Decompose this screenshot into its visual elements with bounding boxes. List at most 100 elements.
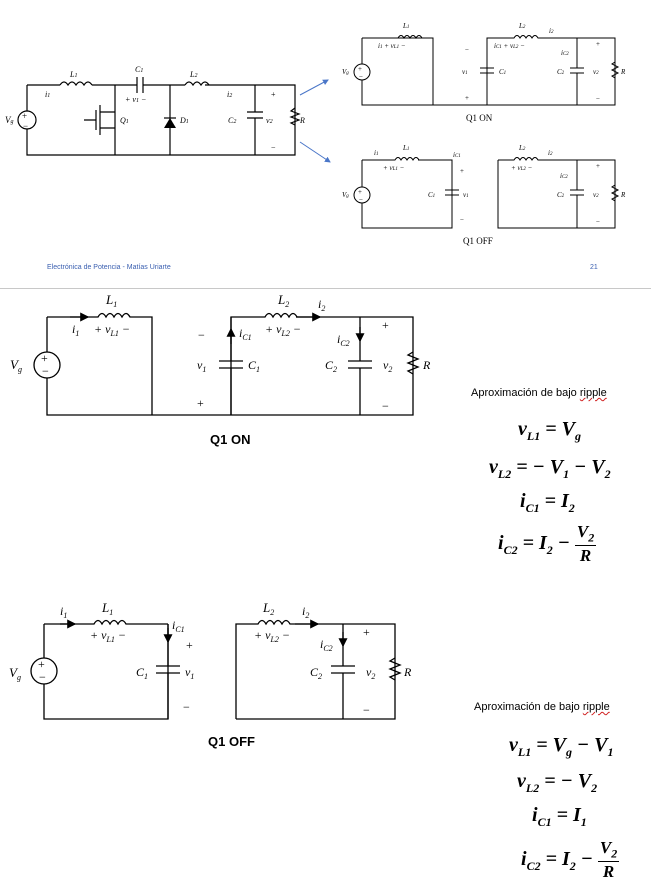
off-approx-heading-ripple: ripple [582,701,610,713]
svg-text:i1: i1 [374,149,378,157]
svg-text:v1: v1 [197,358,206,374]
svg-text:L1: L1 [101,600,113,617]
on-approx-heading-prefix: Aproximación de bajo [471,387,580,399]
svg-text:L2: L2 [262,600,274,617]
svg-text:+: + [460,167,464,175]
svg-text:+: + [358,188,362,196]
svg-text:R: R [299,116,305,125]
svg-text:D1: D1 [179,116,189,125]
svg-text:−: − [382,399,389,413]
svg-text:+: + [382,318,389,332]
eq-off-ic1: iC1 = I1 [532,804,587,829]
svg-text:C2: C2 [557,68,565,76]
svg-text:R: R [620,191,626,199]
svg-text:−: − [596,95,600,103]
svg-text:iC2: iC2 [560,172,568,180]
svg-text:−: − [460,216,464,224]
slide-thumbnail: +− Vg L1 i1 C1 + v1 − L2 i2 Q1 D1 C2 + v… [0,0,651,288]
svg-text:iC1: iC1 [239,326,252,342]
svg-text:+: + [363,625,370,639]
svg-text:i2: i2 [548,149,553,157]
svg-text:L1: L1 [105,292,117,309]
slide-off-caption: Q1 OFF [463,236,493,246]
svg-text:v1: v1 [463,191,469,199]
eq-on-vl2: vL2 = − V1 − V2 [489,456,611,481]
svg-text:v2: v2 [593,68,599,76]
svg-text:Vg: Vg [342,191,349,199]
svg-text:R: R [620,68,626,76]
svg-text:i2: i2 [227,90,232,99]
off-approx-heading-prefix: Aproximación de bajo [474,701,583,713]
svg-text:+ vL2 −: + vL2 − [254,628,290,644]
svg-text:+: + [197,396,204,410]
svg-text:v2: v2 [266,116,273,125]
svg-text:iC2: iC2 [561,49,569,57]
svg-text:R: R [422,358,431,372]
slide-page-number: 21 [590,264,598,271]
eq-off-vl2: vL2 = − V2 [517,770,598,795]
svg-text:−: − [359,73,363,81]
svg-text:C2: C2 [557,191,565,199]
svg-text:iC1 + vL2 −: iC1 + vL2 − [494,42,525,50]
svg-text:L1: L1 [69,70,77,79]
eq-off-vl1: vL1 = Vg − V1 [509,734,614,759]
svg-text:−: − [465,46,469,54]
svg-text:i2: i2 [318,297,325,313]
svg-text:R: R [403,665,412,679]
svg-text:i1: i1 [72,322,79,338]
slide-circuit-diagram: +− Vg L1 i1 C1 + v1 − L2 i2 Q1 D1 C2 + v… [5,22,626,246]
svg-text:L1: L1 [402,22,409,30]
svg-text:+: + [358,65,362,73]
svg-text:−: − [359,196,363,204]
svg-text:v2: v2 [383,358,392,374]
svg-text:−: − [363,703,370,717]
svg-text:+ vL1 −: + vL1 − [90,628,126,644]
svg-text:Vg: Vg [342,68,349,76]
svg-text:v2: v2 [366,665,375,681]
svg-text:C1: C1 [248,358,260,374]
eq-on-ic1: iC1 = I2 [520,490,575,515]
q1-on-circuit-diagram: + − Vg L1 i1 + vL1 − L2 i2 iC1 + vL2 − i… [10,292,431,447]
svg-text:+: + [596,162,600,170]
svg-text:Vg: Vg [9,665,21,682]
svg-text:iC2: iC2 [320,637,333,653]
svg-text:−: − [183,700,190,714]
svg-text:Vg: Vg [5,115,14,125]
svg-text:iC2: iC2 [337,332,350,348]
svg-text:v2: v2 [593,191,599,199]
slide-footer-author: Electrónica de Potencia - Matías Uriarte [47,264,171,271]
svg-text:+ v1 −: + v1 − [125,95,146,104]
svg-text:L2: L2 [518,22,526,30]
svg-text:L2: L2 [189,70,197,79]
svg-text:+: + [38,657,45,671]
svg-text:C2: C2 [228,116,236,125]
svg-text:v1: v1 [185,665,194,681]
svg-text:C2: C2 [310,665,322,681]
svg-text:+: + [596,40,600,48]
svg-text:C1: C1 [136,665,148,681]
svg-text:L2: L2 [518,144,526,152]
svg-text:L2: L2 [277,292,289,309]
svg-text:−: − [596,218,600,226]
svg-text:+: + [186,638,193,652]
svg-text:i1: i1 [60,604,67,620]
svg-text:−: − [198,328,205,342]
svg-text:L1: L1 [402,144,409,152]
svg-text:C1: C1 [135,65,143,74]
svg-text:+: + [41,351,48,365]
svg-text:i1 + vL1 −: i1 + vL1 − [378,42,406,50]
svg-text:C1: C1 [499,68,506,76]
svg-text:v1: v1 [462,68,468,76]
on-approx-heading-ripple: ripple [579,387,607,399]
svg-text:−: − [271,143,276,152]
svg-text:i2: i2 [302,604,309,620]
svg-text:i2: i2 [549,27,554,35]
q1-off-circuit-diagram: + − Vg L1 i1 + vL1 − iC1 + C1 v1 − L2 i2… [9,600,412,749]
svg-text:+: + [22,111,27,121]
svg-text:Vg: Vg [10,357,22,374]
svg-text:+: + [271,90,276,99]
svg-text:−: − [23,121,28,131]
svg-text:C1: C1 [428,191,435,199]
